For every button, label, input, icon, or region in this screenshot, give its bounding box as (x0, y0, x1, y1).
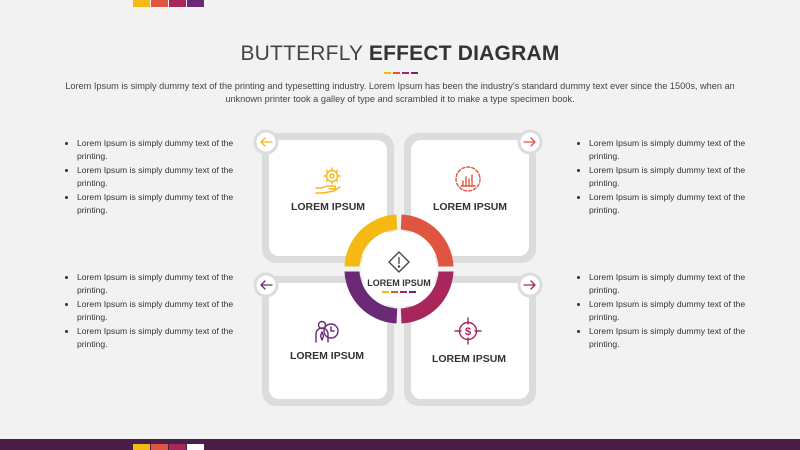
dash-orange (393, 72, 400, 74)
title-underline-dashes (384, 72, 420, 74)
dash-yellow (384, 72, 391, 74)
dollar-target-icon: $ (454, 317, 482, 345)
bar-chart-icon (455, 166, 481, 192)
bullet-item: Lorem Ipsum is simply dummy text of the … (77, 298, 257, 323)
swatch-purple (187, 0, 204, 7)
card-top-right (411, 140, 529, 256)
bullet-item: Lorem Ipsum is simply dummy text of the … (589, 191, 769, 216)
bullet-item: Lorem Ipsum is simply dummy text of the … (77, 271, 257, 296)
bullet-item: Lorem Ipsum is simply dummy text of the … (589, 271, 769, 296)
card-bottom-right (411, 283, 529, 399)
bullet-item: Lorem Ipsum is simply dummy text of the … (77, 325, 257, 350)
swatch-orange (151, 0, 168, 7)
bullet-item: Lorem Ipsum is simply dummy text of the … (77, 137, 257, 162)
bottom-color-swatches (133, 444, 205, 450)
bullets-top-left: Lorem Ipsum is simply dummy text of the … (64, 137, 257, 219)
top-color-swatches (133, 0, 205, 7)
bullet-item: Lorem Ipsum is simply dummy text of the … (589, 137, 769, 162)
arrow-left-icon[interactable] (253, 129, 279, 155)
dash-purple (411, 72, 418, 74)
ring-segment-magenta (400, 271, 454, 324)
swatch-yellow (133, 444, 150, 450)
arrow-right-icon[interactable] (517, 129, 543, 155)
quadrant-label-bottom-left: LOREM IPSUM (290, 350, 364, 362)
person-clock-icon (315, 320, 339, 343)
quadrant-label-top-right: LOREM IPSUM (433, 201, 507, 213)
bullets-bottom-left: Lorem Ipsum is simply dummy text of the … (64, 271, 257, 353)
arrow-left-icon[interactable] (253, 272, 279, 298)
page-title: BUTTERFLY EFFECT DIAGRAM (0, 42, 800, 66)
page-subtitle: Lorem Ipsum is simply dummy text of the … (65, 81, 735, 104)
bullet-item: Lorem Ipsum is simply dummy text of the … (589, 325, 769, 350)
swatch-magenta (169, 0, 186, 7)
bullet-item: Lorem Ipsum is simply dummy text of the … (589, 298, 769, 323)
bullet-item: Lorem Ipsum is simply dummy text of the … (77, 164, 257, 189)
center-label: LOREM IPSUM (367, 278, 431, 288)
swatch-white (187, 444, 204, 450)
bullets-bottom-right: Lorem Ipsum is simply dummy text of the … (576, 271, 769, 353)
bottom-bar (0, 439, 800, 450)
swatch-yellow (133, 0, 150, 7)
center-ring (344, 214, 454, 324)
dash-magenta (402, 72, 409, 74)
title-bold: EFFECT DIAGRAM (368, 42, 560, 65)
ring-segment-orange (400, 214, 454, 267)
arrow-right-icon[interactable] (517, 272, 543, 298)
center-underline-dashes (382, 291, 416, 293)
quadrant-label-bottom-right: LOREM IPSUM (432, 353, 506, 365)
bullets-top-right: Lorem Ipsum is simply dummy text of the … (576, 137, 769, 219)
warning-diamond-icon (388, 251, 410, 273)
ring-segment-yellow (344, 214, 398, 267)
swatch-magenta (169, 444, 186, 450)
svg-text:$: $ (465, 326, 471, 338)
center-disc (361, 231, 437, 307)
gear-hand-icon (315, 167, 341, 194)
ring-segment-purple (344, 271, 398, 324)
quadrant-label-top-left: LOREM IPSUM (291, 201, 365, 213)
swatch-orange (151, 444, 168, 450)
bullet-item: Lorem Ipsum is simply dummy text of the … (77, 191, 257, 216)
card-top-left (269, 140, 387, 256)
bullet-item: Lorem Ipsum is simply dummy text of the … (589, 164, 769, 189)
title-light: BUTTERFLY (240, 42, 369, 65)
